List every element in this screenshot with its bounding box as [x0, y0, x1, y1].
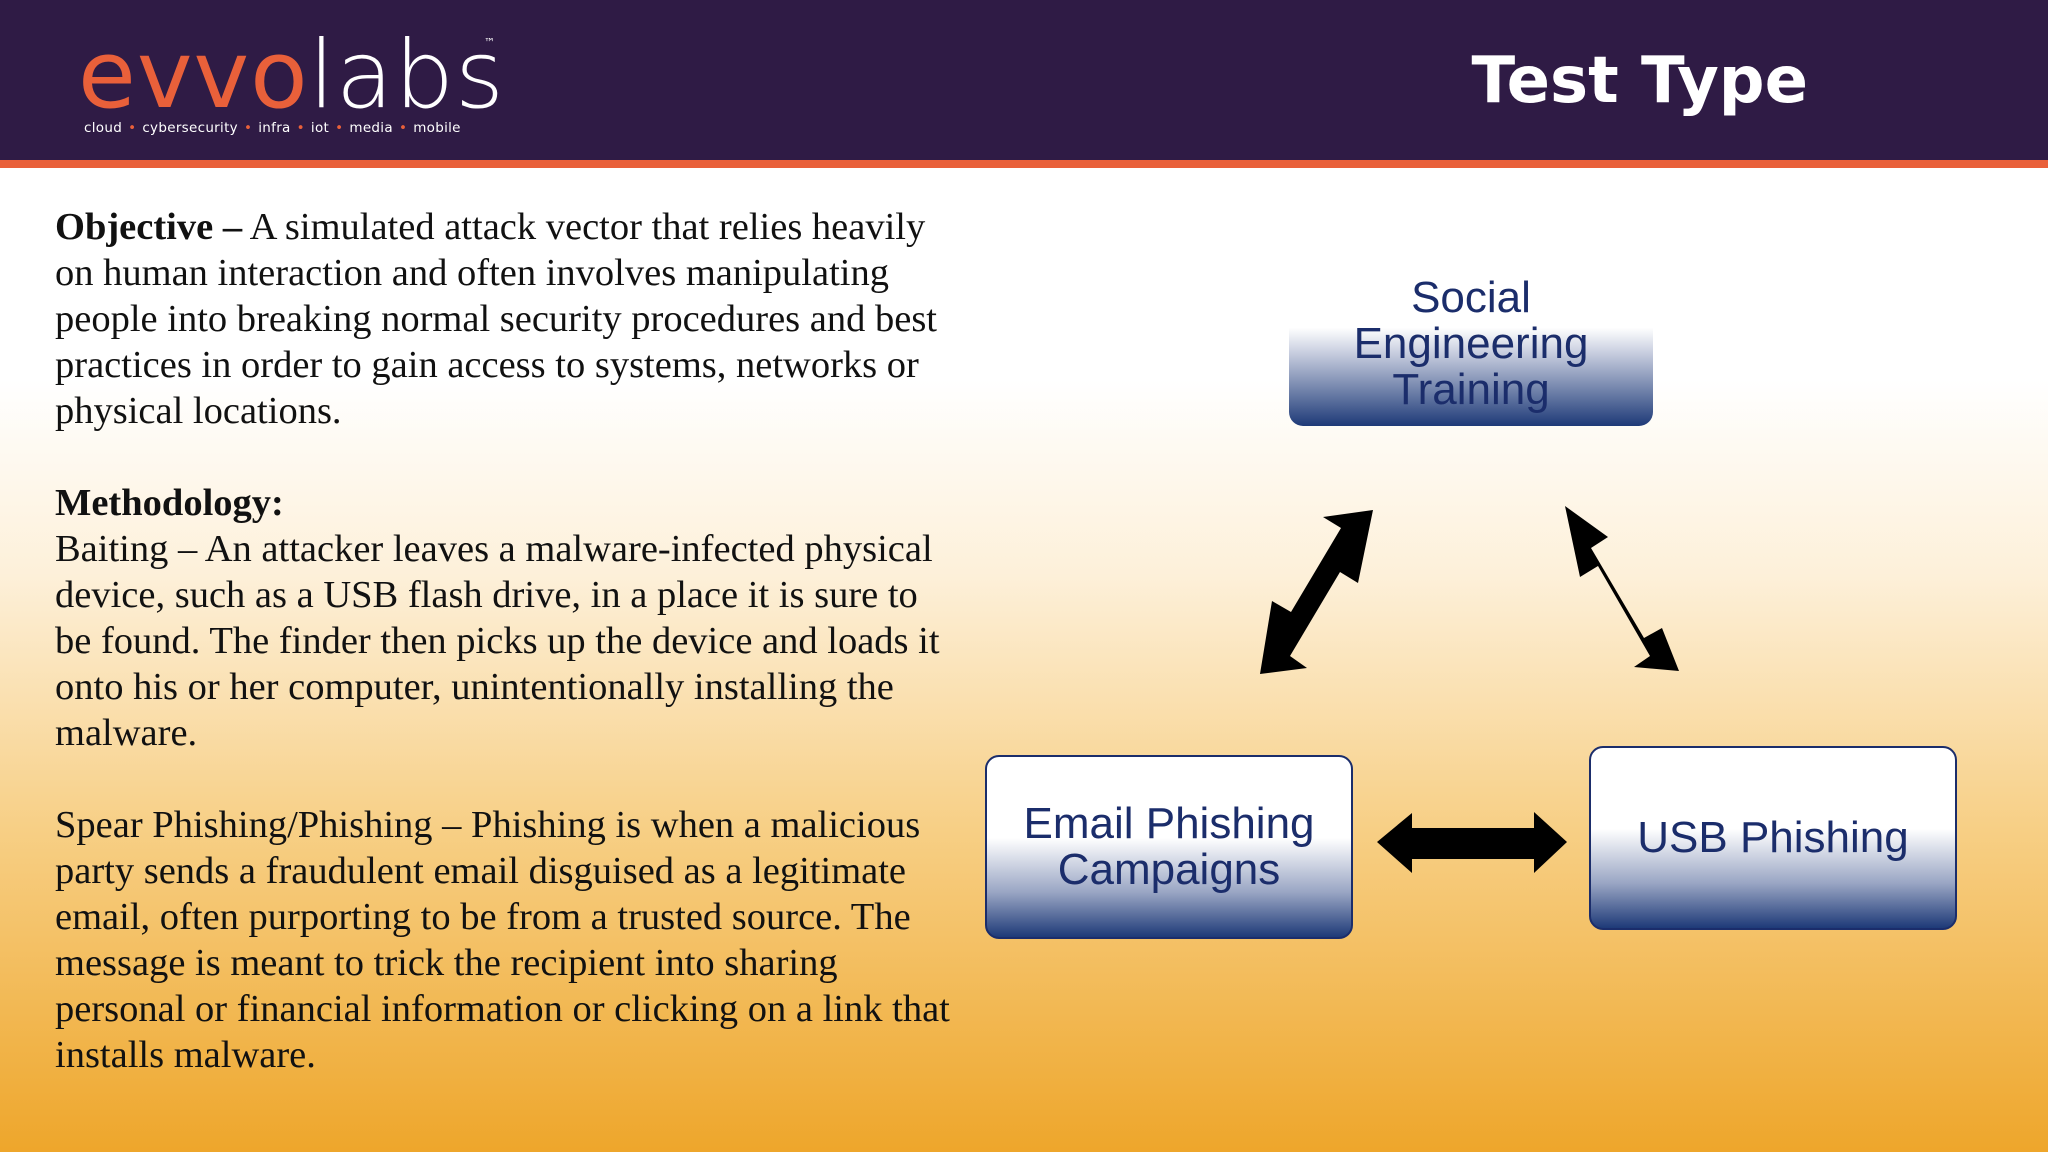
header-accent-rule: [0, 160, 2048, 168]
header-bar: evvolabs ™ cloud • cybersecurity • infra • iot…: [0, 0, 2048, 160]
baiting-paragraph: Baiting – An attacker leaves a malware-i…: [55, 528, 940, 754]
tagline-dot: •: [398, 120, 408, 136]
logo-part-labs: labs: [308, 21, 505, 130]
methodology-label: Methodology:: [55, 482, 284, 524]
tagline-dot: •: [243, 120, 253, 136]
node-social-engineering-training: Social Engineering Training: [1289, 262, 1653, 426]
node-label: Social Engineering Training: [1353, 273, 1589, 414]
logo-part-evvo: evvo: [78, 21, 309, 130]
tagline-item: iot: [310, 120, 330, 136]
node-label: USB Phishing: [1637, 813, 1909, 862]
logo-wordmark: evvolabs: [78, 28, 505, 124]
tagline-dot: •: [128, 120, 137, 136]
tagline-item: media: [349, 120, 393, 136]
tagline-item: mobile: [413, 120, 461, 136]
tagline-dot: •: [335, 120, 344, 136]
node-email-phishing-campaigns: Email Phishing Campaigns: [985, 755, 1353, 939]
methodology-heading: Methodology:: [55, 480, 955, 526]
double-arrow-horizontal: [1377, 812, 1567, 873]
tagline-dot: •: [296, 120, 305, 136]
tagline-item: infra: [258, 120, 291, 136]
objective-text: A simulated attack vector that relies he…: [55, 206, 938, 432]
tagline-item: cloud: [84, 120, 123, 136]
double-arrow-left-diagonal: [1260, 510, 1373, 674]
phishing-paragraph: Spear Phishing/Phishing – Phishing is wh…: [55, 804, 950, 1076]
page-title: Test Type: [1471, 44, 1808, 118]
tagline-item: cybersecurity: [142, 120, 238, 136]
logo-trademark: ™: [484, 36, 495, 49]
body-text: Objective – A simulated attack vector th…: [55, 204, 955, 1078]
node-label: Email Phishing Campaigns: [1023, 799, 1315, 894]
double-arrow-right-diagonal: [1565, 506, 1679, 671]
node-usb-phishing: USB Phishing: [1589, 746, 1957, 930]
objective-paragraph: Objective – A simulated attack vector th…: [55, 204, 955, 434]
logo-tagline: cloud • cybersecurity • infra • iot • media • mobi…: [84, 120, 461, 136]
objective-label: Objective –: [55, 206, 243, 248]
